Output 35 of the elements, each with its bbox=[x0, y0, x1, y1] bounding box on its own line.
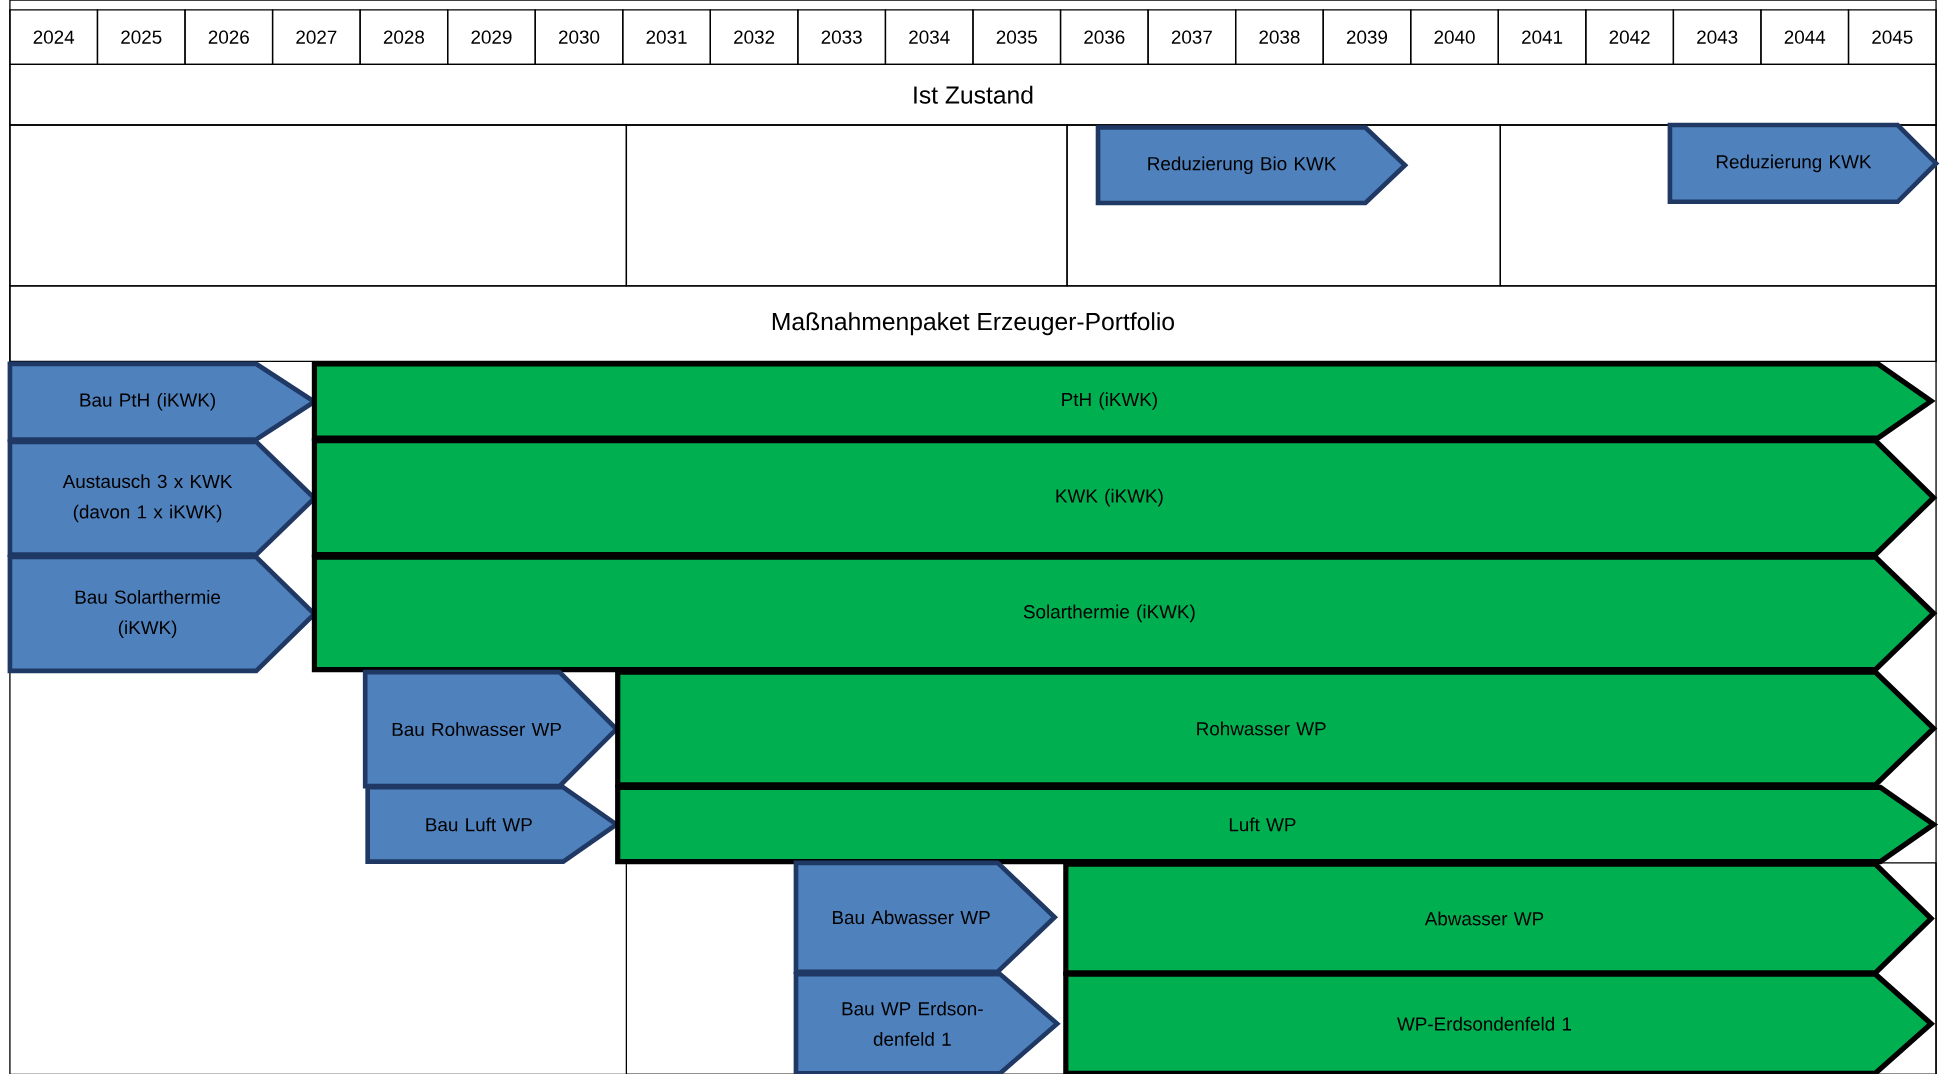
year-cell: 2026 bbox=[184, 9, 274, 65]
year-cell: 2030 bbox=[534, 9, 624, 65]
phase-bar: Luft WP bbox=[615, 784, 1939, 864]
year-cell: 2041 bbox=[1497, 9, 1587, 65]
phase-bar: Bau Abwasser WP bbox=[793, 860, 1059, 974]
year-cell: 2042 bbox=[1585, 9, 1675, 65]
phase-bar: Bau WP Erdson- denfeld 1 bbox=[793, 971, 1061, 1074]
year-cell: 2040 bbox=[1410, 9, 1499, 65]
year-cell: 2029 bbox=[447, 9, 536, 65]
phase-bar: WP-Erdsondenfeld 1 bbox=[1063, 971, 1936, 1074]
section-band: Ist Zustand bbox=[9, 63, 1937, 126]
phase-bar: Reduzierung Bio KWK bbox=[1095, 124, 1409, 206]
year-cell: 2024 bbox=[9, 9, 99, 65]
year-cell: 2034 bbox=[884, 9, 974, 65]
year-cell: 2043 bbox=[1672, 9, 1762, 65]
phase-bar: Reduzierung KWK bbox=[1667, 122, 1940, 204]
phase-bar: Rohwasser WP bbox=[615, 669, 1938, 788]
phase-bar: Abwasser WP bbox=[1063, 861, 1935, 976]
year-cell: 2044 bbox=[1760, 9, 1850, 65]
phase-bar: KWK (iKWK) bbox=[311, 437, 1938, 557]
phase-bar: PtH (iKWK) bbox=[311, 361, 1936, 441]
year-cell: 2028 bbox=[359, 9, 449, 65]
year-cell: 2035 bbox=[972, 9, 1062, 65]
year-cell: 2027 bbox=[271, 9, 361, 65]
year-cell: 2033 bbox=[797, 9, 887, 65]
year-cell: 2025 bbox=[96, 9, 186, 65]
year-cell: 2038 bbox=[1235, 9, 1324, 65]
year-cell: 2032 bbox=[709, 9, 799, 65]
year-cell: 2037 bbox=[1147, 9, 1237, 65]
phase-bar: Solarthermie (iKWK) bbox=[311, 554, 1938, 673]
year-cell: 2031 bbox=[622, 9, 711, 65]
section-band: Maßnahmenpaket Erzeuger-Portfolio bbox=[9, 285, 1937, 362]
year-cell: 2045 bbox=[1847, 9, 1937, 65]
year-cell: 2036 bbox=[1059, 9, 1149, 65]
year-cell: 2039 bbox=[1322, 9, 1412, 65]
